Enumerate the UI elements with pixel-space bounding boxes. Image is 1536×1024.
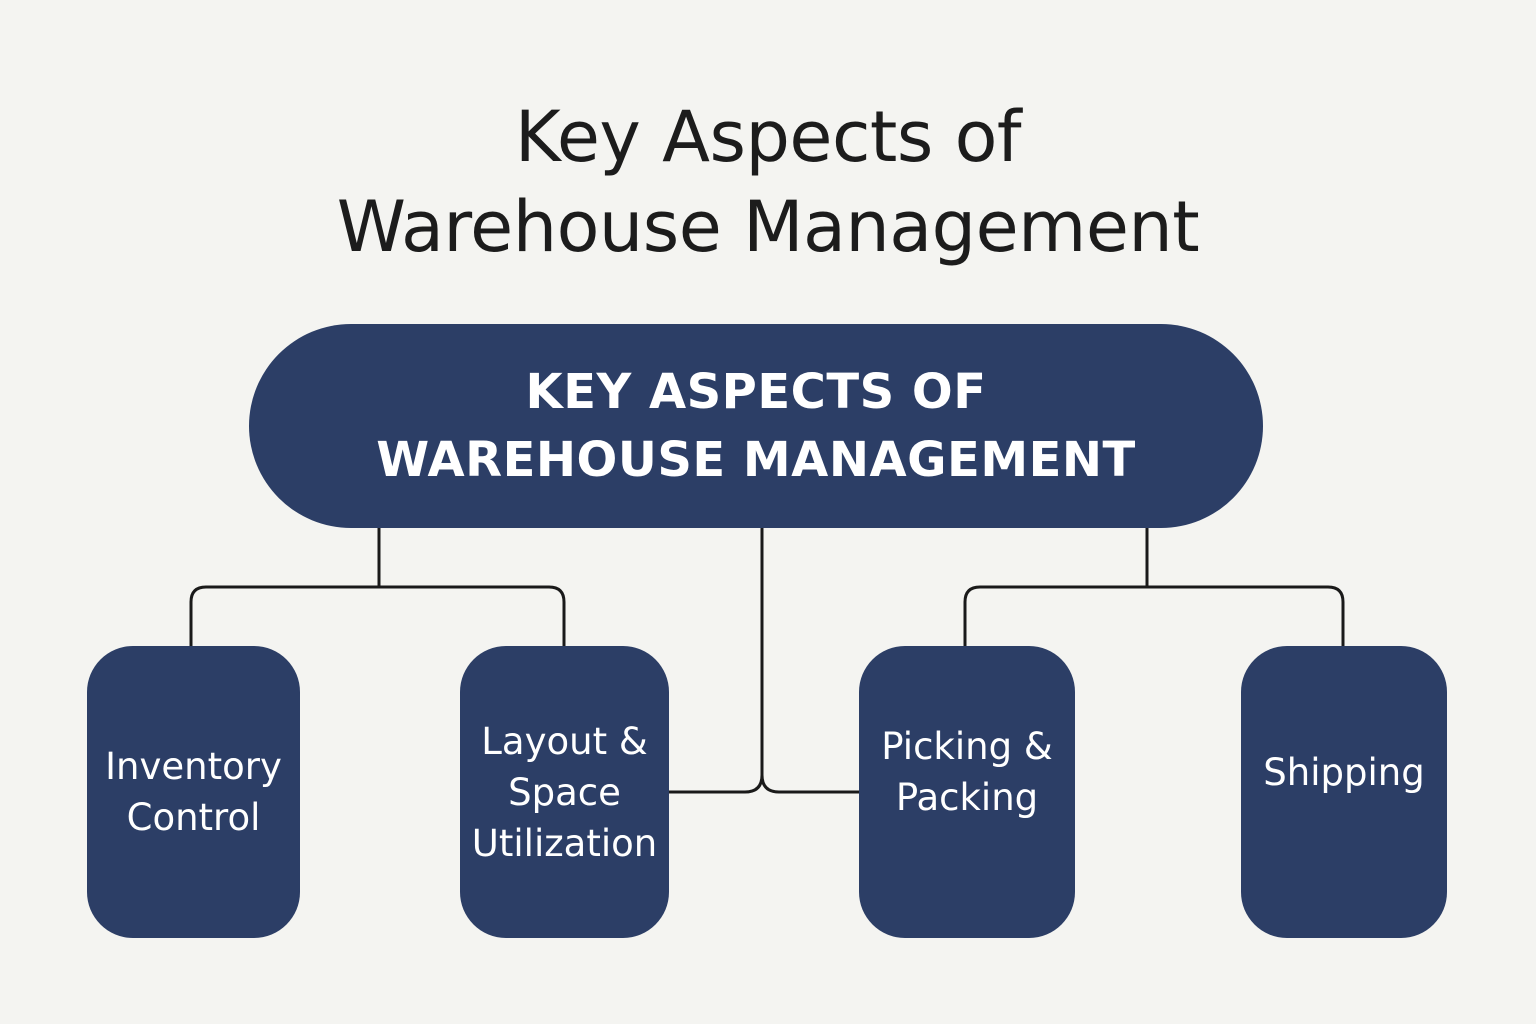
node-label-line: Picking & <box>881 725 1053 768</box>
diagram-title: Key Aspects of Warehouse Management <box>0 92 1536 272</box>
connector-center <box>669 528 859 794</box>
root-line-2: WAREHOUSE MANAGEMENT <box>376 432 1136 488</box>
node-label-line: Control <box>126 796 261 839</box>
title-line-2: Warehouse Management <box>336 186 1200 268</box>
node-shipping: Shipping <box>1241 646 1447 938</box>
root-line-1: KEY ASPECTS OF <box>525 364 987 420</box>
root-node: KEY ASPECTS OF WAREHOUSE MANAGEMENT <box>249 324 1263 528</box>
connector-left-group <box>189 528 566 646</box>
node-label-line: Shipping <box>1263 750 1425 794</box>
node-label-line: Packing <box>895 776 1039 819</box>
node-label-line: Inventory <box>105 745 282 788</box>
node-label-line: Layout & <box>481 719 648 763</box>
connector-right-group <box>963 528 1345 646</box>
node-picking-packing: Picking & Packing <box>859 646 1075 938</box>
node-label-line: Utilization <box>471 821 658 865</box>
node-layout-space-utilization: Layout & Space Utilization <box>460 646 669 938</box>
title-line-1: Key Aspects of <box>514 96 1022 178</box>
node-inventory-control: Inventory Control <box>87 646 300 938</box>
node-label-line: Space <box>508 770 621 814</box>
